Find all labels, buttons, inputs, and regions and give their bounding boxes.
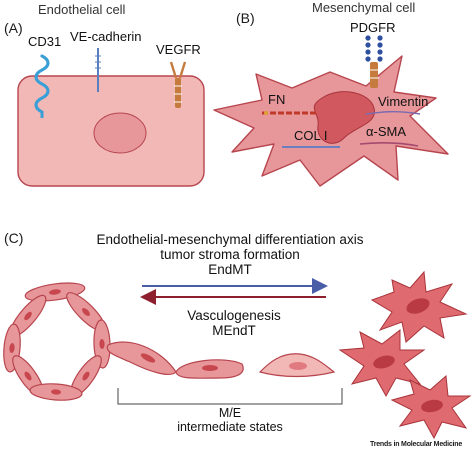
fn-label: FN [268, 92, 286, 107]
panel-b-title: Mesenchymal cell [312, 0, 416, 15]
journal-credit: Trends in Molecular Medicine [370, 441, 463, 448]
vimentin-label: Vimentin [378, 94, 429, 109]
col-i-label: COL I [294, 128, 328, 143]
vegfr-receptor-icon [169, 61, 187, 108]
intermediate-states-bracket [117, 388, 343, 405]
mesenchymal-cell-small-3 [390, 374, 472, 440]
panel-b-letter: (B) [236, 10, 255, 26]
mesenchymal-cell [213, 55, 449, 187]
panel-c-letter: (C) [4, 230, 24, 246]
ve-cadherin-label: VE-cadherin [70, 29, 142, 44]
forward-caption-line-3: EndMT [208, 262, 252, 277]
reverse-caption-line-2: MEndT [212, 323, 256, 338]
alpha-sma-label: α-SMA [366, 124, 407, 139]
bracket-caption-line-2: intermediate states [177, 420, 283, 434]
bracket-caption-line-1: M/E [218, 406, 242, 420]
mesenchymal-cell-small-1 [370, 270, 468, 343]
vessel-ring [3, 282, 111, 401]
cd31-receptor-icon [34, 54, 50, 118]
transition-cell-1 [106, 341, 177, 375]
pdgfr-label: PDGFR [350, 20, 396, 35]
pdgfr-receptor-icon [365, 35, 383, 88]
reverse-caption: Vasculogenesis MEndT [134, 308, 334, 338]
transition-cell-3 [258, 353, 336, 378]
forward-caption-line-1: Endothelial-mesenchymal differentiation … [96, 232, 364, 247]
mesenchymal-cell-small-2 [338, 328, 426, 398]
transition-cell-2 [175, 359, 244, 379]
vessel-ring-nuclei [9, 289, 105, 395]
reverse-caption-line-1: Vasculogenesis [187, 308, 281, 323]
cd31-label: CD31 [28, 34, 62, 49]
endothelial-cell [17, 75, 205, 187]
forward-caption: Endothelial-mesenchymal differentiation … [60, 232, 400, 277]
forward-caption-line-2: tumor stroma formation [160, 247, 300, 262]
vegfr-label: VEGFR [156, 42, 201, 57]
panel-a-letter: (A) [4, 20, 23, 36]
panel-a-title: Endothelial cell [38, 2, 126, 17]
bracket-caption: M/E intermediate states [130, 406, 330, 434]
ve-cadherin-receptor-icon [95, 48, 101, 92]
